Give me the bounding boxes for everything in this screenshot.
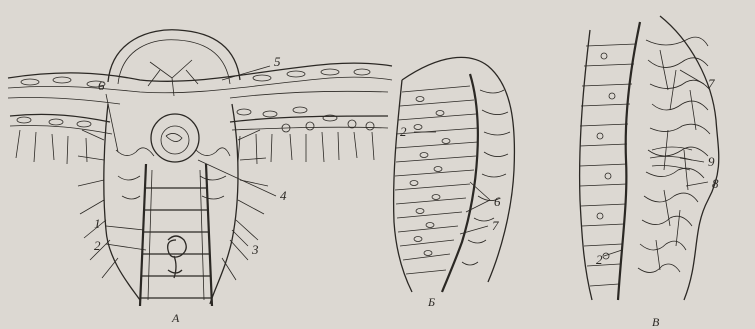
panel-label-v: В — [652, 315, 660, 329]
callout-a-3: 3 — [251, 242, 259, 257]
panel-label-b: Б — [427, 295, 435, 309]
panel-label-a: А — [171, 311, 180, 325]
callout-a-6: 6 — [98, 78, 105, 93]
callout-b-7: 7 — [492, 218, 499, 233]
callout-v-2: 2 — [596, 252, 603, 267]
callout-b-2: 2 — [400, 124, 407, 139]
callout-a-5: 5 — [274, 54, 281, 69]
callout-a-2: 2 — [94, 238, 101, 253]
callout-v-8: 8 — [712, 176, 719, 191]
callout-v-7: 7 — [708, 76, 715, 91]
callout-b-6: 6 — [494, 194, 501, 209]
callout-a-1: 1 — [94, 216, 101, 231]
callout-v-9: 9 — [708, 154, 715, 169]
callout-a-4: 4 — [280, 188, 287, 203]
